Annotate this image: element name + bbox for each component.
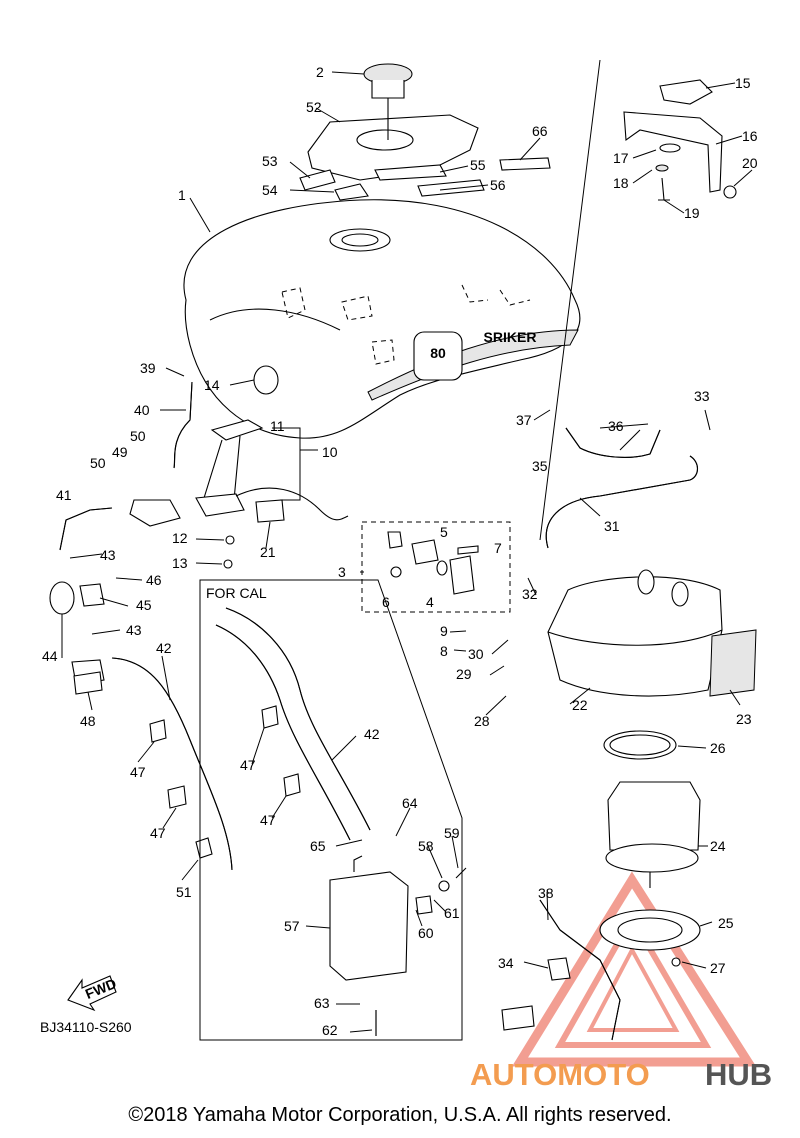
callout-65: 65 (310, 838, 326, 854)
callout-18: 18 (613, 175, 629, 191)
callout-34: 34 (498, 955, 514, 971)
callout-4: 4 (426, 594, 434, 610)
callout-43b: 43 (126, 622, 142, 638)
callout-1: 1 (178, 187, 186, 203)
callout-8: 8 (440, 643, 448, 659)
callout-54: 54 (262, 182, 278, 198)
callout-3: 3 (338, 564, 346, 580)
callout-36: 36 (608, 418, 624, 434)
callout-6: 6 (382, 594, 390, 610)
hose-clips (73, 671, 301, 809)
callout-25: 25 (718, 915, 734, 931)
callout-16: 16 (742, 128, 758, 144)
callout-22: 22 (572, 697, 588, 713)
callout-62: 62 (322, 1022, 338, 1038)
callout-numbers: 1 2 3 4 5 6 7 8 9 10 11 12 13 14 15 16 1… (42, 64, 758, 1038)
callout-47a: 47 (130, 764, 146, 780)
callout-21: 21 (260, 544, 276, 560)
callout-11: 11 (270, 418, 285, 434)
fuel-pump-housing (547, 569, 757, 697)
fuel-cap-assembly (299, 63, 551, 201)
callout-23: 23 (736, 711, 752, 727)
callout-63: 63 (314, 995, 330, 1011)
fuel-hoses (501, 427, 699, 1041)
callout-5: 5 (440, 524, 448, 540)
fuel-cock-group (361, 521, 511, 613)
callout-37: 37 (516, 412, 532, 428)
callout-43a: 43 (100, 547, 116, 563)
callout-53: 53 (262, 153, 278, 169)
callout-59: 59 (444, 825, 460, 841)
callout-29: 29 (456, 666, 472, 682)
callout-28: 28 (474, 713, 490, 729)
callout-38: 38 (538, 885, 554, 901)
callout-51: 51 (176, 884, 192, 900)
callout-24: 24 (710, 838, 726, 854)
callout-58: 58 (418, 838, 434, 854)
callout-14: 14 (204, 377, 220, 393)
callout-26: 26 (710, 740, 726, 756)
for-cal-label: FOR CAL (206, 585, 267, 601)
callout-60: 60 (418, 925, 434, 941)
callout-61: 61 (444, 905, 460, 921)
tank-badge-script: SRIKER (484, 329, 537, 345)
callout-46: 46 (146, 572, 162, 588)
fwd-arrow: FWD (67, 975, 118, 1012)
callout-12: 12 (172, 530, 188, 546)
watermark-part2: HUB (705, 1057, 772, 1092)
callout-49: 49 (112, 444, 128, 460)
breather-hoses (49, 381, 233, 871)
callout-2: 2 (316, 64, 324, 80)
callout-17: 17 (613, 150, 629, 166)
callout-35: 35 (532, 458, 548, 474)
callout-31: 31 (604, 518, 620, 534)
callout-57: 57 (284, 918, 300, 934)
callout-50a: 50 (130, 428, 146, 444)
callout-40: 40 (134, 402, 150, 418)
for-cal-group: FOR CAL (199, 579, 467, 1041)
watermark-logo (511, 871, 757, 1067)
watermark-part1: AUTOMOTO (470, 1057, 650, 1092)
callout-41: 41 (56, 487, 72, 503)
callout-10: 10 (322, 444, 338, 460)
fuel-tank: 80 SRIKER (183, 199, 581, 439)
callout-13: 13 (172, 555, 188, 571)
callout-19: 19 (684, 205, 700, 221)
fuel-pump-assembly (599, 730, 701, 967)
callout-44: 44 (42, 648, 58, 664)
leader-lines (61, 59, 753, 1033)
callout-42b: 42 (364, 726, 380, 742)
callout-39: 39 (140, 360, 156, 376)
callout-64: 64 (402, 795, 418, 811)
copyright-notice: ©2018 Yamaha Motor Corporation, U.S.A. A… (128, 1104, 672, 1126)
callout-50b: 50 (90, 455, 106, 471)
callout-27: 27 (710, 960, 726, 976)
callout-30: 30 (468, 646, 484, 662)
callout-47b: 47 (150, 825, 166, 841)
callout-47c: 47 (240, 757, 256, 773)
callout-33: 33 (694, 388, 710, 404)
callout-15: 15 (735, 75, 751, 91)
tank-bracket (623, 79, 737, 201)
callout-52: 52 (306, 99, 322, 115)
callout-45: 45 (136, 597, 152, 613)
callout-48: 48 (80, 713, 96, 729)
watermark-text: AUTOMOTO HUB (470, 1057, 772, 1092)
diagram-code: BJ34110-S260 (40, 1019, 132, 1035)
callout-66: 66 (532, 123, 548, 139)
sender-unit (195, 365, 349, 569)
callout-42a: 42 (156, 640, 172, 656)
callout-9: 9 (440, 623, 448, 639)
callout-55: 55 (470, 157, 486, 173)
callout-32: 32 (522, 586, 538, 602)
callout-47d: 47 (260, 812, 276, 828)
callout-20: 20 (742, 155, 758, 171)
tank-badge-number: 80 (430, 345, 446, 361)
callout-7: 7 (494, 540, 502, 556)
callout-56: 56 (490, 177, 506, 193)
